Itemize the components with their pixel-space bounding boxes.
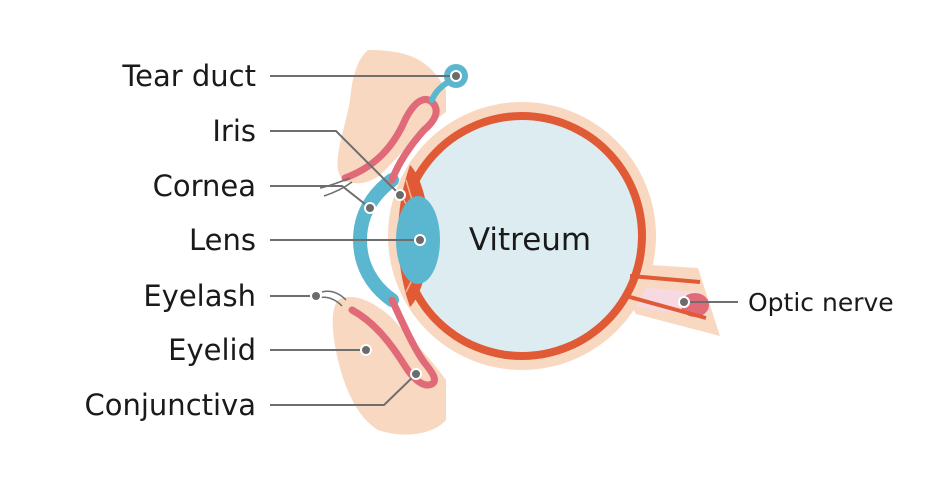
conjunctiva-lower: [348, 296, 438, 389]
iris-dot: [394, 189, 406, 201]
tear-duct-dot: [450, 70, 462, 82]
label-iris: Iris: [212, 114, 256, 148]
vitreous-body: [406, 120, 638, 352]
label-optic-nerve: Optic nerve: [748, 288, 894, 317]
eyelid-dot: [360, 344, 372, 356]
label-vitreum: Vitreum: [469, 222, 591, 258]
label-lens: Lens: [189, 223, 256, 257]
cornea-dot: [364, 202, 376, 214]
lens-dot: [414, 234, 426, 246]
optic-nerve-upper-edge: [629, 274, 701, 284]
upper-eyelid-skin: [337, 50, 446, 184]
optic-nerve-dot: [678, 296, 690, 308]
label-eyelash: Eyelash: [143, 279, 256, 313]
label-eyelid: Eyelid: [168, 333, 256, 367]
cornea-leader: [270, 185, 371, 209]
conjunctiva-leader: [270, 373, 417, 406]
lower-eyelid-skin: [332, 296, 446, 435]
upper-eyelash: [319, 177, 353, 197]
label-tear-duct: Tear duct: [121, 59, 256, 93]
label-conjunctiva: Conjunctiva: [85, 388, 257, 422]
eyelash-dot: [310, 290, 322, 302]
iris-leader: [270, 130, 401, 196]
conjunctiva-dot: [410, 368, 422, 380]
optic-nerve-lower-edge: [625, 294, 707, 320]
label-cornea: Cornea: [153, 169, 256, 203]
